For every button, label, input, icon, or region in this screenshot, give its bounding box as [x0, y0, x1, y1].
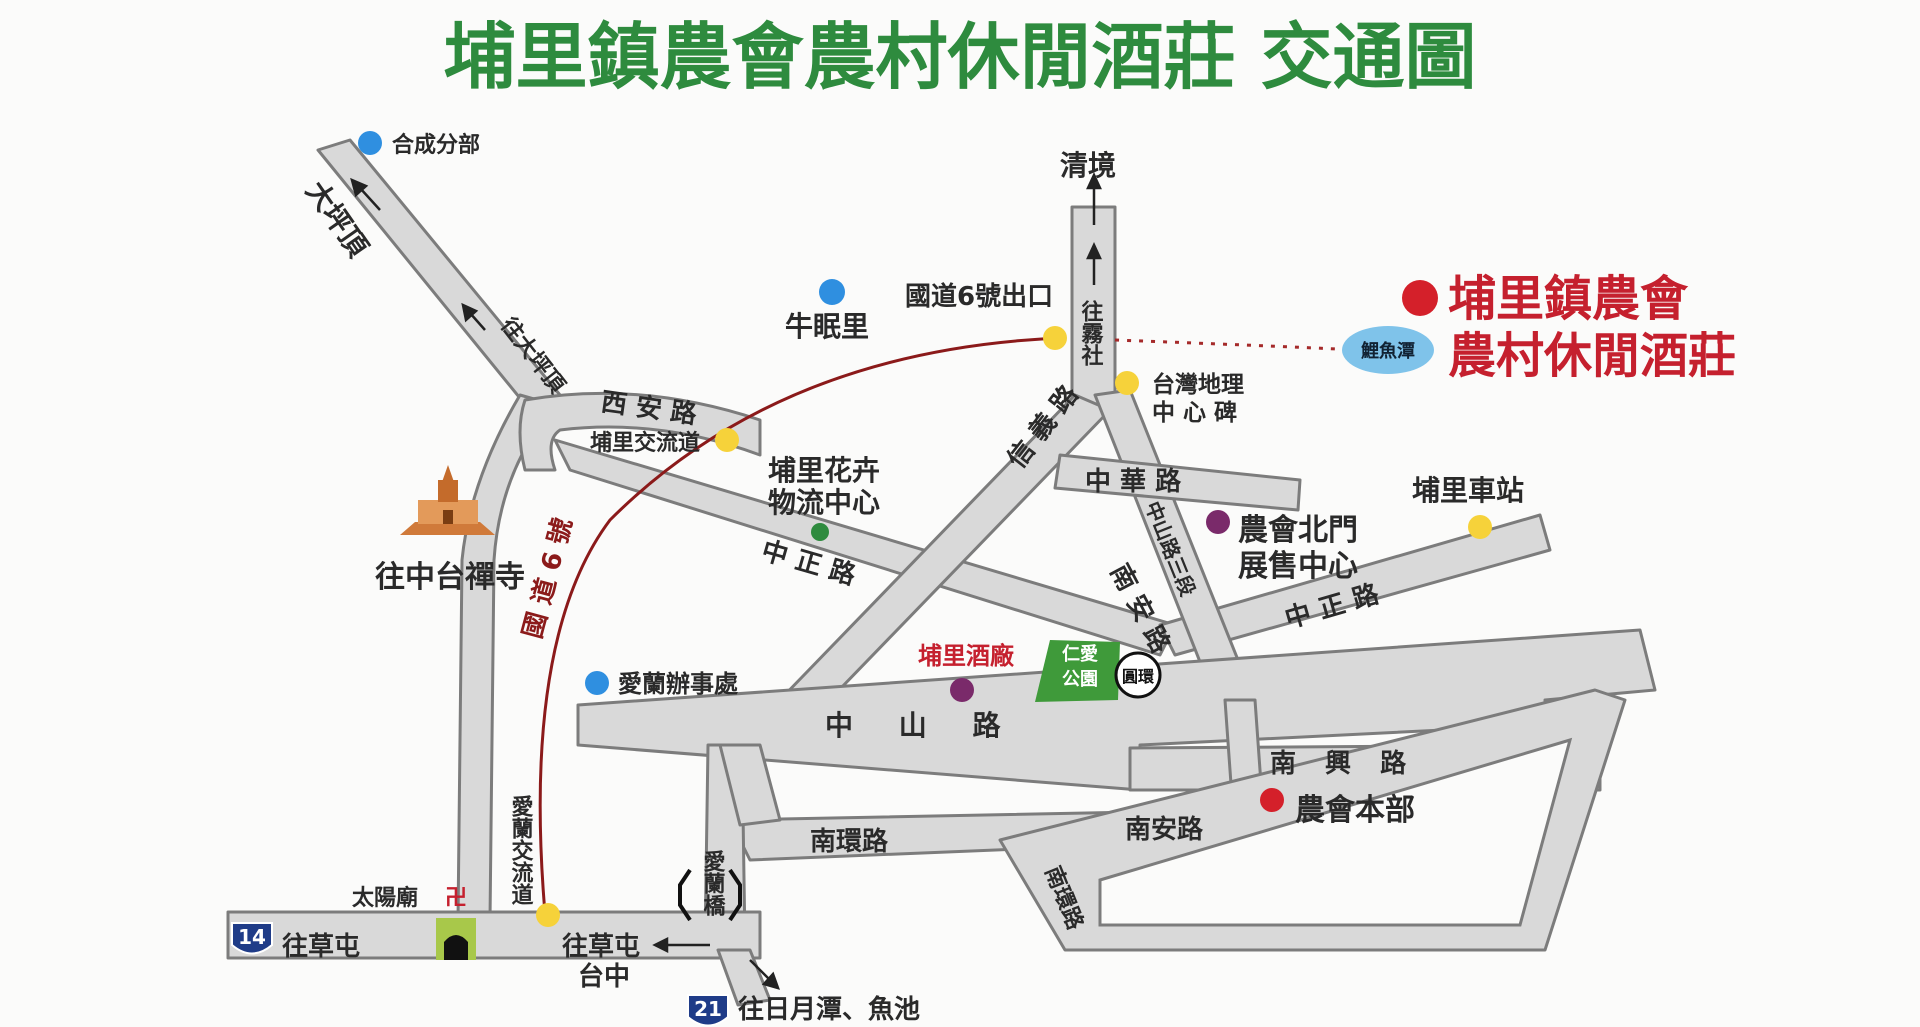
arrow-dapingding2 [469, 312, 486, 331]
label-to-caotun-w: 往草屯 [282, 931, 360, 962]
dot-farmers-hq [1260, 788, 1284, 812]
dot-ailan-interchange [536, 903, 560, 927]
label-sun-temple: 太陽廟 [352, 885, 418, 911]
roundabout-label: 圓環 [1122, 667, 1155, 686]
label-puli-station: 埔里車站 [1412, 474, 1524, 507]
bridge-mark-right [728, 868, 742, 922]
label-farmers-hq: 農會本部 [1295, 793, 1415, 828]
arrow-dapingding [359, 187, 381, 211]
label-taiwan-geo-1: 台灣地理 [1152, 371, 1244, 398]
road-zhonghua [1053, 453, 1302, 512]
temple-door [443, 510, 453, 524]
dot-flower-center [811, 523, 829, 541]
direction-arrows [350, 172, 1102, 990]
label-to-sunmoon: 往日月潭、魚池 [738, 994, 920, 1025]
poi-markers [358, 131, 1492, 927]
label-north-gate-1: 農會北門 [1238, 513, 1358, 548]
tunnel-opening [444, 935, 468, 960]
arrow-dapingding2-head [461, 302, 479, 323]
label-zhonghua-rd: 中 華 路 [1085, 466, 1182, 497]
bridge-mark-left [678, 868, 692, 922]
map-title: 埔里鎮農會農村休閒酒莊 交通圖 [443, 15, 1476, 99]
national-highway-6-line [538, 336, 1061, 926]
shield-14-text: 14 [238, 925, 266, 949]
label-nanxing-rd: 南 興 路 [1270, 748, 1416, 779]
winery-name-line1: 埔里鎮農會 [1448, 271, 1689, 327]
dot-puli-interchange [715, 428, 739, 452]
road-zhongzheng-e [1158, 513, 1552, 657]
renai-park-label-2: 公園 [1062, 669, 1098, 690]
arrow-sunmoon [749, 959, 771, 981]
renai-park-label-1: 仁愛 [1062, 643, 1098, 665]
label-taiwan-geo-2: 中 心 碑 [1152, 399, 1237, 426]
shield-14-shape [231, 922, 273, 955]
sun-temple-symbol: 卍 [445, 886, 467, 911]
road-east-loop-inner [1098, 737, 1573, 927]
label-national6: 國 道 6 號 [517, 515, 579, 642]
shield-21-text: 21 [694, 997, 722, 1021]
road-connector [718, 743, 782, 827]
arrow-dapingding-head [350, 177, 369, 198]
label-zhongtai: 往中台禪寺 [375, 560, 525, 595]
label-ailan-interchange: 愛蘭交流道 [508, 794, 534, 905]
label-to-caotun-mid: 往草屯 [562, 931, 640, 962]
road-network [226, 138, 1657, 1007]
temple-spire [442, 465, 454, 482]
temple-roof [400, 522, 495, 535]
label-nanhuan-rd: 南環路 [810, 826, 889, 857]
road-r21 [716, 948, 772, 1007]
bridge-marks [678, 868, 742, 922]
dot-hecheng [358, 131, 382, 155]
label-puli-interchange: 埔里交流道 [590, 430, 700, 456]
temple-icon [400, 465, 495, 535]
road-r14 [226, 910, 762, 960]
renai-park [1035, 640, 1120, 702]
roundabout-icon [1114, 651, 1162, 699]
dot-national6-exit [1043, 326, 1067, 350]
temple-tower [438, 480, 458, 502]
label-taichung: 台中 [578, 961, 630, 992]
label-niumian: 牛眠里 [785, 310, 869, 343]
dot-puli-winery [950, 678, 974, 702]
dot-north-gate [1206, 510, 1230, 534]
label-flower-center-2: 物流中心 [768, 486, 880, 519]
label-north-gate-2: 展售中心 [1238, 549, 1358, 584]
route-to-winery [1114, 338, 1361, 352]
label-flower-center-1: 埔里花卉 [768, 454, 880, 487]
label-ailan-bridge: 愛蘭橋 [700, 849, 726, 916]
label-hecheng: 合成分部 [392, 132, 480, 158]
label-ailan-office: 愛蘭辦事處 [618, 670, 738, 698]
carp-lake-label: 鯉魚潭 [1361, 340, 1415, 362]
arrow-sunmoon-head [761, 971, 780, 990]
route-shield-14: 14 [231, 922, 273, 955]
carp-lake-icon [1342, 326, 1434, 374]
road-xian [518, 391, 762, 472]
label-puli-winery: 埔里酒廠 [918, 642, 1015, 670]
shield-21-shape [687, 994, 729, 1027]
label-qingjing: 清境 [1060, 149, 1116, 182]
label-national6-exit: 國道6號出口 [905, 281, 1053, 312]
label-zhongshan-rd: 中 山 路 [825, 709, 1019, 742]
label-to-wushe: 往霧社 [1078, 299, 1105, 366]
road-zhongzheng-w [553, 438, 1177, 657]
arrow-caotun-head [652, 936, 669, 954]
winery-marker [1402, 280, 1438, 316]
winery-name-line2: 農村休閒酒莊 [1448, 328, 1736, 384]
label-nanan-rd-s: 南安路 [1125, 814, 1204, 845]
dot-niumian [819, 279, 845, 305]
arrow-qingjing-head [1086, 172, 1102, 190]
dot-ailan-office [585, 671, 609, 695]
dot-puli-station [1468, 515, 1492, 539]
arrow-wushe-head [1086, 242, 1102, 260]
dot-taiwan-geo [1115, 371, 1139, 395]
route-shield-21: 21 [687, 994, 729, 1027]
